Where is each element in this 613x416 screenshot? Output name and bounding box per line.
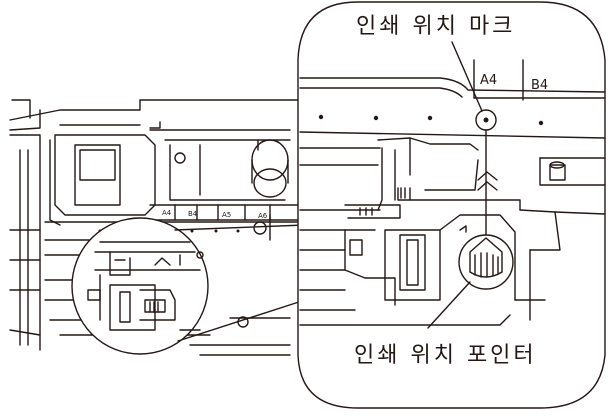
overview-scanner-interior: [9, 99, 301, 356]
zoom-dot-row: [318, 114, 544, 126]
zoom-panel: [297, 1, 606, 409]
overview-paper-label-b4: B4: [188, 210, 198, 218]
print-position-mark-leader: [451, 41, 483, 112]
zoom-paper-strip: [299, 59, 606, 101]
paper-size-label-b4: B4: [531, 78, 549, 93]
overview-paper-label-a4: A4: [162, 209, 172, 217]
overview-paper-strip: [149, 204, 301, 221]
zoom-mechanism: [299, 131, 606, 326]
callout-print-position-pointer: 인쇄 위치 포인터: [350, 337, 541, 369]
print-position-pointer: [458, 234, 514, 290]
overview-paper-label-a6: A6: [258, 212, 268, 220]
callout-print-position-mark: 인쇄 위치 마크: [352, 8, 520, 40]
overview-paper-label-a5: A5: [222, 211, 232, 219]
paper-size-label-a4: A4: [480, 73, 498, 88]
zoom-connector-lines: [174, 224, 306, 342]
overview-magnify-circle: [71, 217, 209, 355]
print-position-pointer-leader: [427, 281, 471, 329]
